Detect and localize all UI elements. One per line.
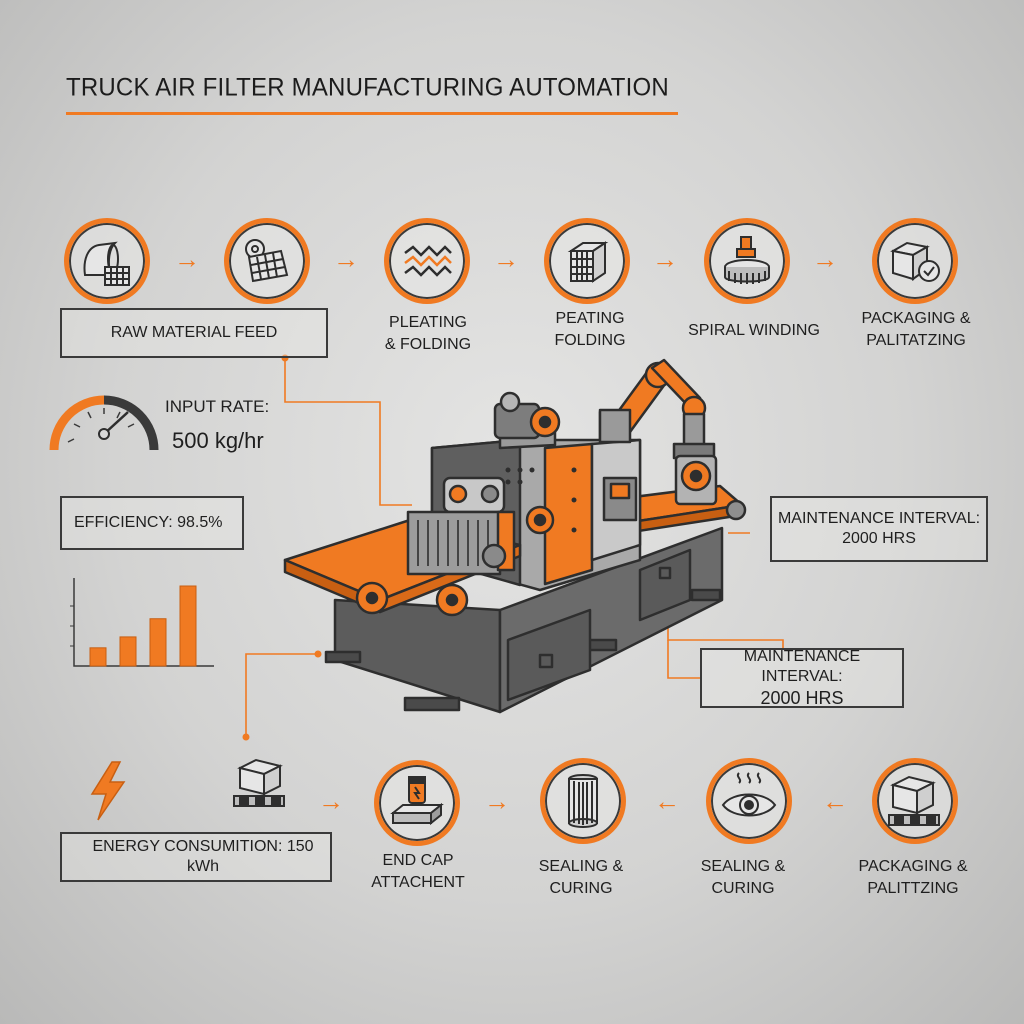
maintenance-interval-value: 2000 HRS bbox=[760, 687, 844, 708]
input-rate-value: 500 kg/hr bbox=[172, 428, 264, 453]
maintenance-interval-box-1: MAINTENANCE INTERVAL: 2000 HRS bbox=[770, 496, 988, 562]
spiral-spool-icon bbox=[704, 218, 790, 304]
chart-axes bbox=[73, 578, 214, 667]
mesh-cube-icon bbox=[544, 218, 630, 304]
pallet-box-icon bbox=[233, 758, 285, 807]
end-cap-icon bbox=[374, 760, 460, 846]
lightning-bolt-icon bbox=[90, 761, 126, 821]
title-underline bbox=[66, 112, 678, 115]
arrow-right-icon: → bbox=[812, 244, 838, 274]
zigzag-pleat-icon bbox=[384, 218, 470, 304]
arrow-right-icon: → bbox=[333, 244, 359, 274]
step-label-sealing-curing-2: SEALING & CURING bbox=[700, 858, 786, 897]
eye-inspection-icon bbox=[706, 758, 792, 844]
mini-bar-chart bbox=[70, 578, 214, 667]
efficiency-box: EFFICIENCY: 98.5% bbox=[60, 496, 244, 550]
chart-bar bbox=[89, 647, 107, 667]
arrow-left-icon: ← bbox=[654, 786, 680, 816]
step-label-pleating-folding: PLEATING & FOLDING bbox=[384, 314, 472, 353]
paper-roll-mesh-icon bbox=[224, 218, 310, 304]
page-title: TRUCK AIR FILTER MANUFACTURING AUTOMATIO… bbox=[66, 73, 669, 102]
step-label-packaging-palittzing: PACKAGING & PALITTZING bbox=[858, 858, 968, 897]
gauge-icon bbox=[49, 395, 159, 451]
arrow-right-icon: → bbox=[318, 786, 344, 816]
connector-bottom bbox=[245, 653, 318, 737]
step-label-end-cap: END CAP ATTACHENT bbox=[371, 852, 465, 891]
input-rate-label: INPUT RATE: bbox=[165, 397, 270, 416]
maintenance-interval-value: 2000 HRS bbox=[842, 530, 916, 547]
raw-material-feed-box: RAW MATERIAL FEED bbox=[60, 308, 328, 358]
filter-cartridge-icon bbox=[540, 758, 626, 844]
arrow-right-icon: → bbox=[484, 786, 510, 816]
maintenance-interval-box-2: MAINTENANCE INTERVAL: 2000 HRS bbox=[700, 648, 904, 708]
maintenance-interval-label: MAINTENANCE INTERVAL: bbox=[777, 510, 981, 527]
connector-raw-feed bbox=[284, 358, 412, 506]
energy-consumption-box: ENERGY CONSUMITION: 150 kWh bbox=[60, 832, 332, 882]
step-label-sealing-curing-1: SEALING & CURING bbox=[538, 858, 624, 897]
arrow-left-icon: ← bbox=[822, 786, 848, 816]
chart-bar bbox=[119, 636, 137, 667]
arrow-right-icon: → bbox=[174, 244, 200, 274]
package-check-icon bbox=[872, 218, 958, 304]
step-label-packaging: PACKAGING & PALITATZING bbox=[861, 310, 971, 349]
step-label-peating-folding: PEATING FOLDING bbox=[554, 310, 626, 349]
arrow-right-icon: → bbox=[652, 244, 678, 274]
arrow-right-icon: → bbox=[493, 244, 519, 274]
step-label-spiral-winding: SPIRAL WINDING bbox=[688, 322, 820, 339]
chart-bar bbox=[179, 585, 197, 667]
connector-maint-2a bbox=[667, 622, 784, 648]
pallet-box-icon bbox=[872, 758, 958, 844]
filter-media-roll-icon bbox=[64, 218, 150, 304]
chart-bar bbox=[149, 618, 167, 667]
maintenance-interval-label: MAINTENANCE INTERVAL: bbox=[743, 647, 861, 685]
connector-maint-2b bbox=[667, 640, 700, 679]
